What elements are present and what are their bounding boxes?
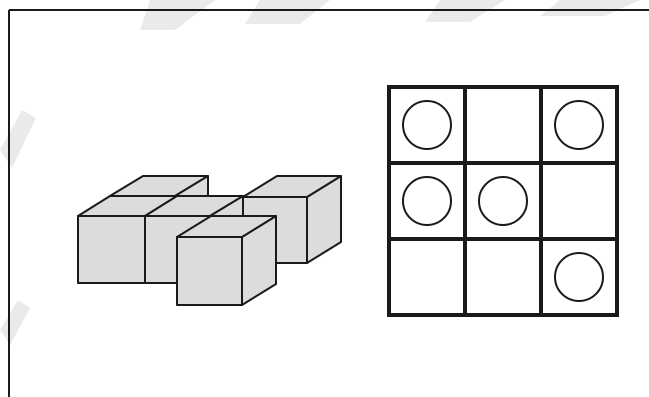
cube-figure: [77, 175, 342, 306]
circle-marker: [554, 100, 604, 150]
cube-left-front: [77, 215, 146, 284]
grid-lines: [389, 87, 617, 315]
circle-marker: [402, 100, 452, 150]
circle-marker: [402, 176, 452, 226]
cube-front: [176, 215, 277, 306]
frame: [8, 9, 649, 397]
cube-front-face: [176, 236, 243, 306]
cube-right-top: [242, 175, 342, 198]
cube-front-top: [176, 215, 277, 238]
grid-circles: [402, 100, 604, 302]
circle-marker: [554, 252, 604, 302]
circle-grid: [387, 85, 619, 317]
circle-marker: [478, 176, 528, 226]
